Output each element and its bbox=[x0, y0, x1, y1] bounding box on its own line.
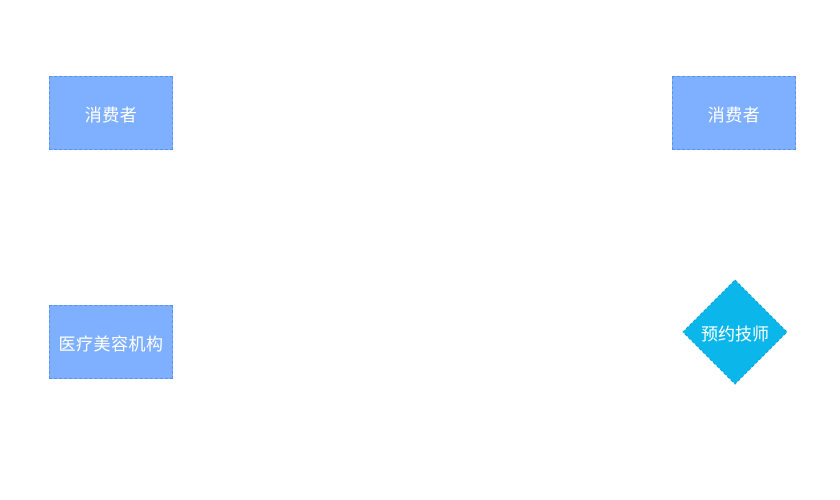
diamond-shape bbox=[682, 279, 788, 385]
medical-beauty-org-node[interactable]: 医疗美容机构 bbox=[49, 305, 173, 379]
consumer-node-right[interactable]: 消费者 bbox=[672, 76, 796, 150]
book-technician-decision-node-label: 预约技师 bbox=[701, 324, 769, 345]
consumer-node-left-label: 消费者 bbox=[84, 105, 138, 126]
consumer-node-right-label: 消费者 bbox=[707, 105, 761, 126]
book-technician-decision-node[interactable]: 预约技师 bbox=[682, 279, 788, 385]
consumer-node-left[interactable]: 消费者 bbox=[49, 76, 173, 150]
medical-beauty-org-node-label: 医疗美容机构 bbox=[58, 334, 164, 355]
